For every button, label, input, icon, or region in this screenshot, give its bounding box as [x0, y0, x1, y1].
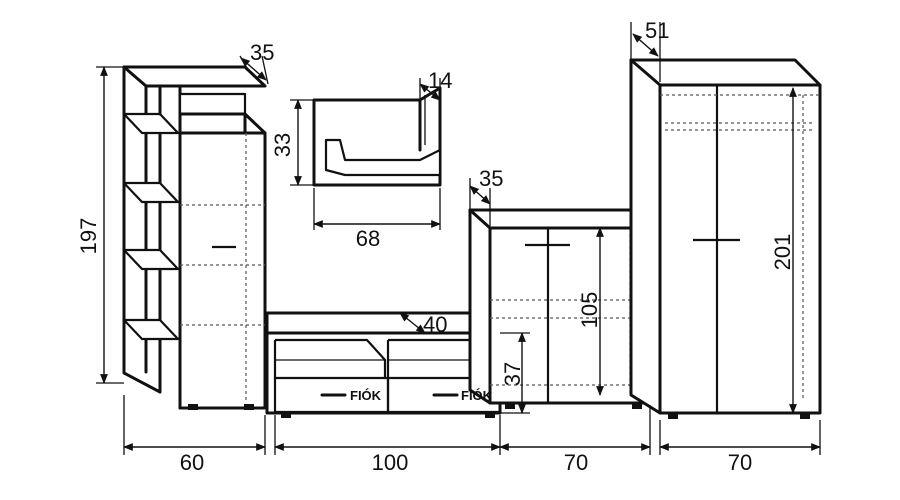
shelf-depth-label: 35 — [250, 40, 274, 65]
drawer-label-right: FIÓK — [461, 388, 493, 403]
wall-shelf-width-label: 68 — [356, 226, 380, 251]
cabinet-depth-label: 35 — [479, 166, 503, 191]
tv-depth-label: 40 — [423, 312, 447, 337]
wall-shelf-height-label: 33 — [270, 133, 295, 157]
tall-shelf-unit — [122, 65, 267, 410]
tv-height-label: 37 — [500, 362, 525, 386]
low-cabinet — [468, 208, 652, 409]
wall-shelf-depth-label: 14 — [428, 68, 452, 93]
wall-shelf — [312, 86, 442, 187]
wardrobe — [629, 58, 822, 419]
dimension-lines — [96, 22, 821, 455]
wardrobe-height-label: 201 — [770, 234, 795, 271]
tv-width-label: 100 — [372, 450, 409, 475]
cabinet-width-label: 70 — [564, 450, 588, 475]
shelf-width-label: 60 — [180, 450, 204, 475]
shelf-height-label: 197 — [76, 218, 101, 255]
cabinet-height-label: 105 — [577, 292, 602, 329]
wardrobe-depth-label: 51 — [645, 18, 669, 43]
wardrobe-width-label: 70 — [728, 450, 752, 475]
drawer-label-left: FIÓK — [350, 388, 382, 403]
